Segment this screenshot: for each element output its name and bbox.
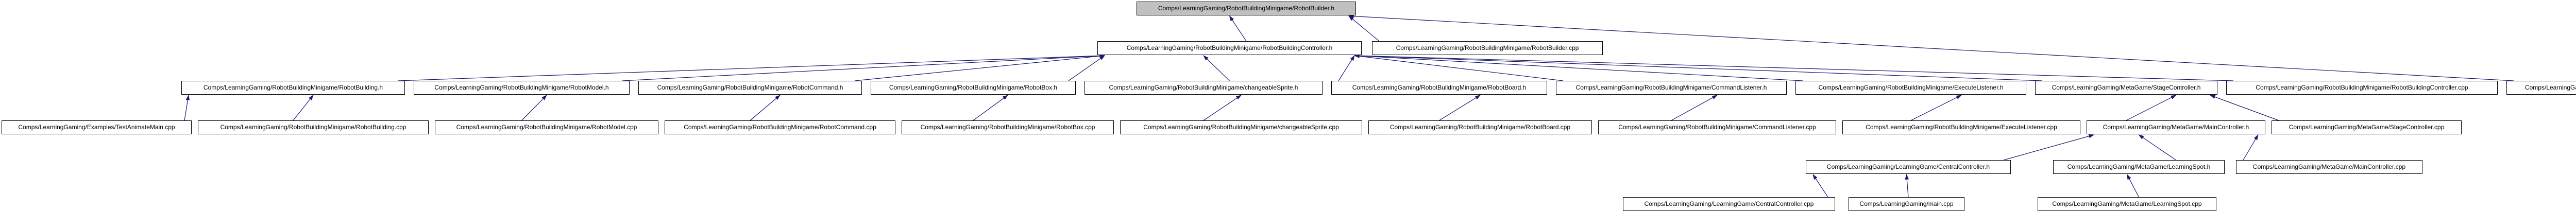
graph-node-rbctrl_cpp[interactable]: Comps/LearningGaming/RobotBuildingMiniga… — [2226, 81, 2498, 95]
graph-edge-builder_cpp-to-builder_h — [1348, 15, 1380, 42]
graph-node-centralctrl_cpp[interactable]: Comps/LearningGaming/LearningGame/Centra… — [1623, 197, 1835, 211]
graph-edge-box_h-to-controller_h — [1068, 55, 1105, 81]
graph-node-builder_cpp[interactable]: Comps/LearningGaming/RobotBuildingMiniga… — [1372, 41, 1603, 55]
graph-node-board_cpp[interactable]: Comps/LearningGaming/RobotBuildingMiniga… — [1368, 120, 1592, 134]
graph-edge-model_h-to-controller_h — [622, 54, 1106, 81]
graph-edge-execlistener_h-to-controller_h — [1353, 54, 1803, 81]
graph-node-stagectrl_cpp[interactable]: Comps/LearningGaming/MetaGame/StageContr… — [2272, 120, 2462, 134]
graph-edge-centralctrl_h-to-mainctrl_h — [2003, 134, 2095, 161]
graph-edge-command_cpp-to-command_h — [750, 95, 781, 121]
graph-edge-controller_h-to-builder_h — [1229, 15, 1247, 42]
graph-edge-stagectrl_cpp-to-stagectrl_h — [2209, 95, 2279, 121]
graph-node-command_h[interactable]: Comps/LearningGaming/RobotBuildingMiniga… — [638, 81, 862, 95]
graph-node-cmdlistener_h[interactable]: Comps/LearningGaming/RobotBuildingMiniga… — [1556, 81, 1787, 95]
graph-edge-cmdlistener_h-to-controller_h — [1353, 54, 1564, 81]
graph-edge-command_h-to-controller_h — [854, 54, 1106, 81]
graph-node-centralctrl_h[interactable]: Comps/LearningGaming/LearningGame/Centra… — [1806, 160, 2011, 174]
graph-node-model_h[interactable]: Comps/LearningGaming/RobotBuildingMiniga… — [414, 81, 630, 95]
graph-node-learningspot_cpp[interactable]: Comps/LearningGaming/MetaGame/LearningSp… — [2038, 197, 2216, 211]
graph-edge-learningspot_h-to-mainctrl_h — [2138, 134, 2176, 161]
graph-node-learningspot_h[interactable]: Comps/LearningGaming/MetaGame/LearningSp… — [2053, 160, 2225, 174]
graph-edge-learningspot_cpp-to-learningspot_h — [2126, 174, 2140, 198]
graph-node-board_h[interactable]: Comps/LearningGaming/RobotBuildingMiniga… — [1331, 81, 1547, 95]
graph-edge-stagectrl_h-to-controller_h — [1353, 54, 2043, 81]
graph-node-model_cpp[interactable]: Comps/LearningGaming/RobotBuildingMiniga… — [435, 120, 658, 134]
graph-node-stagectrl_h[interactable]: Comps/LearningGaming/MetaGame/StageContr… — [2035, 81, 2217, 95]
graph-edge-execlistener_cpp-to-execlistener_h — [1910, 95, 1962, 121]
graph-node-command_cpp[interactable]: Comps/LearningGaming/RobotBuildingMiniga… — [665, 120, 895, 134]
graph-node-building_h[interactable]: Comps/LearningGaming/RobotBuildingMiniga… — [181, 81, 405, 95]
graph-node-resources_cpp[interactable]: Comps/LearningGaming/Toolkit/resources.c… — [2506, 81, 2576, 95]
graph-node-testanimate_cpp[interactable]: Comps/LearningGaming/Examples/TestAnimat… — [2, 120, 192, 134]
graph-edge-building_cpp-to-building_h — [293, 95, 314, 121]
graph-edge-board_cpp-to-board_h — [1439, 95, 1481, 121]
graph-edge-model_cpp-to-model_h — [521, 95, 547, 121]
graph-edge-building_h-to-controller_h — [397, 54, 1106, 81]
graph-node-main_cpp[interactable]: Comps/LearningGaming/main.cpp — [1849, 197, 1964, 211]
graph-node-cmdlistener_cpp[interactable]: Comps/LearningGaming/RobotBuildingMiniga… — [1598, 120, 1836, 134]
graph-edge-sprite_cpp-to-sprite_h — [1203, 95, 1242, 121]
graph-node-box_cpp[interactable]: Comps/LearningGaming/RobotBuildingMiniga… — [902, 120, 1114, 134]
graph-edge-centralctrl_cpp-to-centralctrl_h — [1812, 174, 1828, 198]
graph-edge-main_cpp-to-centralctrl_h — [1905, 173, 1909, 198]
graph-edge-testanimate_cpp-to-building_h — [184, 94, 190, 121]
graph-edge-cmdlistener_cpp-to-cmdlistener_h — [1671, 95, 1718, 121]
graph-edge-mainctrl_cpp-to-mainctrl_h — [2243, 134, 2259, 161]
graph-node-execlistener_h[interactable]: Comps/LearningGaming/RobotBuildingMiniga… — [1795, 81, 2026, 95]
graph-edge-mainctrl_h-to-stagectrl_h — [2126, 95, 2177, 121]
graph-node-mainctrl_cpp[interactable]: Comps/LearningGaming/MetaGame/MainContro… — [2236, 160, 2422, 174]
graph-edge-board_h-to-controller_h — [1338, 55, 1355, 81]
graph-node-execlistener_cpp[interactable]: Comps/LearningGaming/RobotBuildingMiniga… — [1842, 120, 2080, 134]
graph-node-building_cpp[interactable]: Comps/LearningGaming/RobotBuildingMiniga… — [198, 120, 429, 134]
graph-edge-sprite_h-to-controller_h — [1203, 55, 1230, 81]
graph-node-builder_h[interactable]: Comps/LearningGaming/RobotBuildingMiniga… — [1137, 2, 1356, 15]
graph-edge-resources_cpp-to-builder_h — [1348, 14, 2514, 81]
graph-node-sprite_h[interactable]: Comps/LearningGaming/RobotBuildingMiniga… — [1084, 81, 1323, 95]
graph-node-box_h[interactable]: Comps/LearningGaming/RobotBuildingMiniga… — [871, 81, 1076, 95]
graph-edge-rbctrl_cpp-to-controller_h — [1353, 54, 2234, 81]
graph-node-mainctrl_h[interactable]: Comps/LearningGaming/MetaGame/MainContro… — [2087, 120, 2265, 134]
graph-node-controller_h[interactable]: Comps/LearningGaming/RobotBuildingMiniga… — [1097, 41, 1362, 55]
graph-node-sprite_cpp[interactable]: Comps/LearningGaming/RobotBuildingMiniga… — [1120, 120, 1362, 134]
graph-edge-box_cpp-to-box_h — [973, 95, 1008, 121]
